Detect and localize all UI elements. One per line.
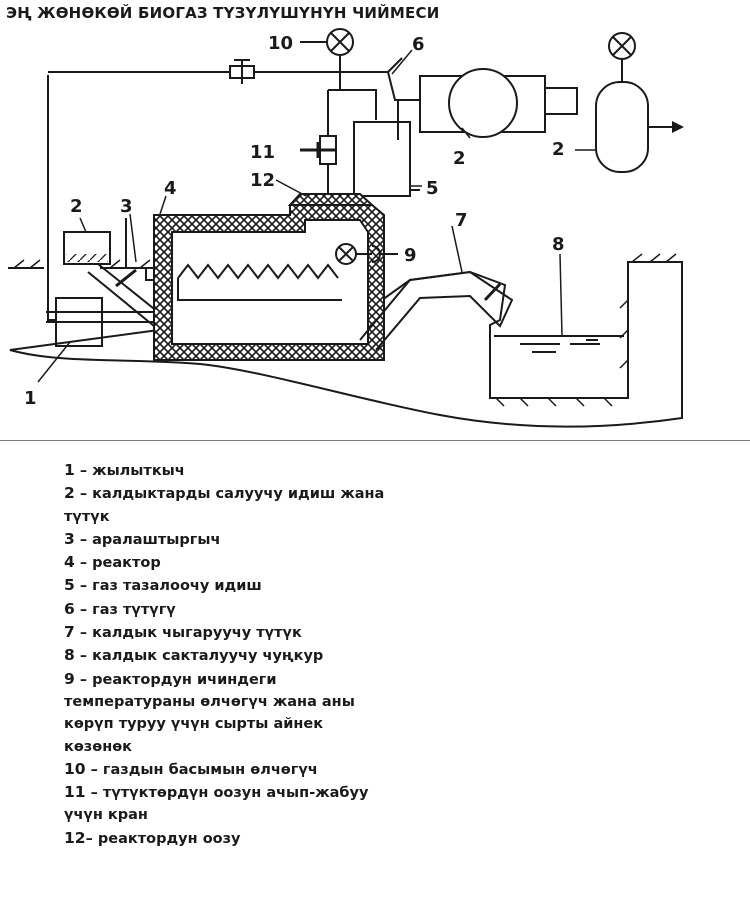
- legend-text: – реактор: [74, 555, 161, 572]
- legend-num: 11: [64, 783, 86, 802]
- legend-item: 2 – калдыктарды салуучу идиш жана түтүк: [64, 482, 394, 528]
- legend-item: 1 – жылыткыч: [64, 459, 394, 482]
- legend-item: 8 – калдык сакталуучу чуңкур: [64, 644, 394, 667]
- diagram-title: ЭҢ ЖӨНӨКӨЙ БИОГАЗ ТҮЗҮЛҮШҮНҮН ЧИЙМЕСИ: [6, 4, 440, 22]
- legend-item: 7 – калдык чыгаруучу түтүк: [64, 621, 394, 644]
- legend-text: – реактордун оозу: [85, 830, 241, 847]
- label-11: 11: [250, 142, 275, 163]
- legend-item: 12– реактордун оозу: [64, 827, 394, 850]
- label-10: 10: [268, 33, 293, 54]
- legend-text: – калдыктарды салуучу идиш жана түтүк: [64, 486, 385, 525]
- legend-num: 9: [64, 669, 75, 688]
- outlet-pipe: [359, 270, 514, 351]
- gas-pipe-right: [387, 57, 420, 101]
- legend-item: 4 – реактор: [64, 551, 394, 574]
- waste-pit: [494, 335, 624, 353]
- legend-text: – түтүктөрдүн оозун ачып-жабуу үчүн кран: [64, 785, 369, 824]
- legend-num: 8: [64, 646, 75, 665]
- label-12: 12: [250, 170, 275, 191]
- legend-num: 3: [64, 529, 75, 548]
- compressor: [419, 68, 578, 138]
- legend-text: – калдык сакталуучу чуңкур: [74, 648, 324, 665]
- legend: 1 – жылыткыч 2 – калдыктарды салуучу иди…: [64, 459, 394, 850]
- label-4: 4: [164, 178, 177, 199]
- pressure-gauge: [300, 28, 354, 90]
- divider: [0, 440, 750, 441]
- reactor: [153, 204, 385, 361]
- gas-tank: [595, 32, 684, 173]
- legend-text: – аралаштыргыч: [74, 531, 221, 548]
- label-7: 7: [455, 210, 468, 231]
- gas-cleaner: [353, 121, 411, 197]
- label-9: 9: [404, 245, 417, 266]
- legend-text: – газ тазалоочу идиш: [74, 578, 262, 595]
- legend-item: 11 – түтүктөрдүн оозун ачып-жабуу үчүн к…: [64, 781, 394, 827]
- waste-feed-container: [63, 231, 111, 265]
- legend-num: 10: [64, 759, 86, 778]
- crane: [300, 135, 337, 165]
- label-2-left: 2: [70, 196, 83, 217]
- label-1: 1: [24, 388, 37, 409]
- heater-pipe: [47, 75, 56, 321]
- pipe-valve-top: [229, 59, 255, 84]
- label-8: 8: [552, 234, 565, 255]
- legend-num: 1: [64, 461, 75, 479]
- biogas-diagram: 1 2 2 2 3 4 5 6 7 8 9 10 11 12: [8, 28, 684, 428]
- legend-num: 6: [64, 599, 75, 618]
- legend-text: – реактордун ичиндеги температураны өлчө…: [64, 671, 355, 755]
- legend-item: 3 – аралаштыргыч: [64, 528, 394, 551]
- legend-text: – газдын басымын өлчөгүч: [85, 761, 318, 778]
- legend-text: – жылыткыч: [74, 463, 185, 479]
- thermometer-window: [335, 243, 398, 265]
- label-5: 5: [426, 178, 439, 199]
- legend-num: 4: [64, 553, 75, 572]
- legend-text: – газ түтүгү: [74, 601, 176, 618]
- label-2-right: 2: [552, 139, 565, 160]
- legend-text: – калдык чыгаруучу түтүк: [74, 625, 302, 642]
- leader-lines: [37, 49, 596, 383]
- label-6: 6: [412, 34, 425, 55]
- legend-num: 2: [64, 484, 75, 503]
- legend-item: 6 – газ түтүгү: [64, 598, 394, 621]
- legend-num: 7: [64, 623, 75, 642]
- legend-num: 5: [64, 576, 75, 595]
- legend-item: 9 – реактордун ичиндеги температураны өл…: [64, 668, 394, 758]
- legend-num: 12: [64, 828, 86, 847]
- reactor-mouth: [287, 193, 375, 206]
- label-3: 3: [120, 196, 133, 217]
- legend-item: 5 – газ тазалоочу идиш: [64, 574, 394, 597]
- legend-item: 10 – газдын басымын өлчөгүч: [64, 758, 394, 781]
- label-2-mid: 2: [453, 148, 466, 169]
